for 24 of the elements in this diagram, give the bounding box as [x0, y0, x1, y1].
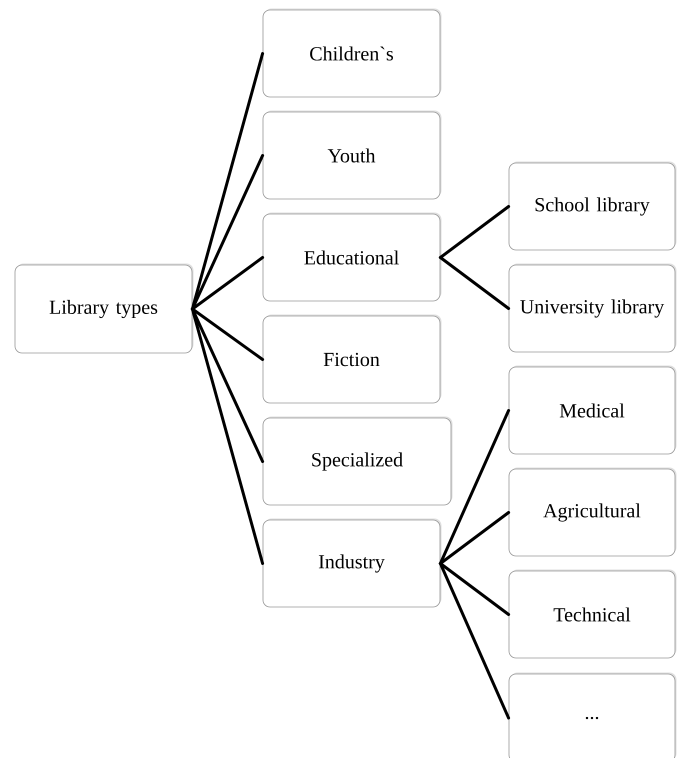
- box: School library: [508, 162, 676, 250]
- box: Specialized: [262, 416, 452, 506]
- box: Educational: [262, 212, 442, 302]
- box: Library types: [14, 264, 194, 354]
- connector-line: [438, 562, 510, 720]
- box: University library: [508, 264, 676, 352]
- connector-line: [190, 308, 264, 565]
- box: Fiction: [262, 314, 442, 404]
- box: Agricultural: [508, 468, 676, 556]
- box: Industry: [262, 518, 442, 608]
- connector-line: [438, 511, 510, 565]
- connector-line: [190, 256, 264, 310]
- box: Technical: [508, 570, 676, 658]
- box: Medical: [508, 366, 676, 454]
- connector-line: [190, 52, 264, 310]
- connector-line: [438, 205, 510, 259]
- connector-line: [438, 409, 510, 565]
- connector-line: [190, 308, 264, 361]
- box: Children`s: [262, 8, 442, 98]
- box: ...: [508, 672, 676, 758]
- connector-line: [190, 154, 264, 310]
- connector-line: [438, 256, 510, 310]
- box: Youth: [262, 110, 442, 200]
- connector-line: [438, 562, 510, 616]
